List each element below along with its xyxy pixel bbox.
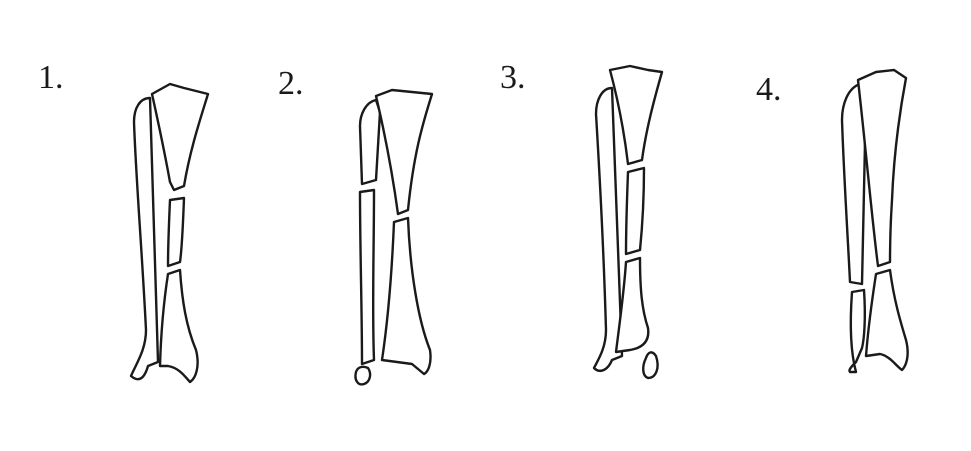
panel-2-fibula-lower (360, 190, 374, 364)
panel-1: 1. (38, 59, 208, 382)
panel-2-tibia-upper (376, 90, 432, 214)
panel-3-bone-chip (643, 352, 657, 378)
panel-3: 3. (500, 59, 662, 378)
panel-3-label: 3. (500, 59, 526, 96)
panel-4-tibia-lower (866, 270, 908, 370)
panel-3-tibia-middle (626, 168, 644, 254)
panel-4-label: 4. (756, 71, 782, 108)
panel-3-tibia-lower (616, 258, 648, 352)
panel-1-label: 1. (38, 59, 64, 96)
panel-2: 2. (278, 65, 432, 384)
panel-2-tibia-lower (382, 218, 431, 374)
panel-1-tibia-lower (160, 270, 198, 382)
panel-2-fibula-upper (360, 100, 380, 184)
panel-4: 4. (756, 70, 908, 372)
panel-1-fibula (131, 98, 158, 379)
panel-3-tibia-upper (610, 66, 662, 164)
panel-4-fibula-lower (849, 290, 864, 372)
panel-2-label: 2. (278, 65, 304, 102)
panel-1-tibia-middle (168, 198, 184, 266)
panel-1-tibia-upper (152, 84, 208, 190)
panel-2-bone-chip (355, 367, 370, 385)
